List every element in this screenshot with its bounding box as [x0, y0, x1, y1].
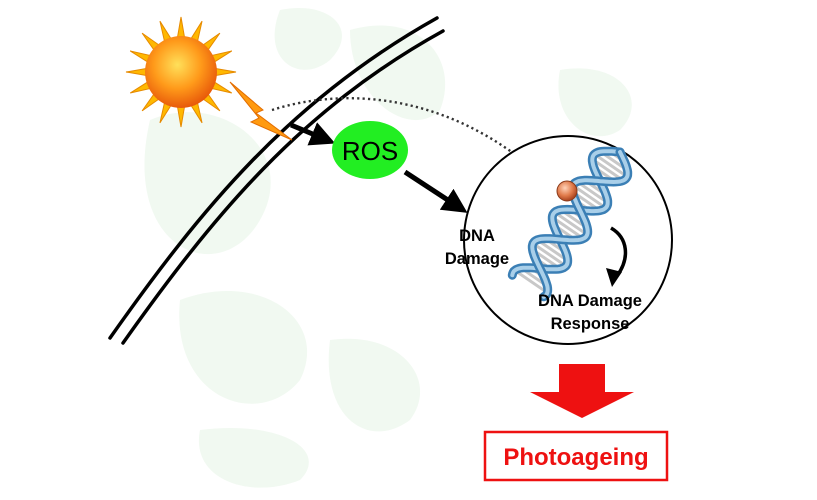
- ddr-label-line1: DNA Damage: [538, 292, 642, 310]
- dna-damage-label-line2: Damage: [445, 250, 509, 268]
- arrow-to-dna-damage: [403, 169, 468, 213]
- dna-damage-label-line1: DNA: [459, 227, 495, 245]
- dna-base-pair: [536, 238, 569, 262]
- photoageing-box: Photoageing: [483, 430, 669, 482]
- dna-lesion: [556, 180, 578, 202]
- ddr-label-line2: Response: [551, 315, 630, 333]
- svg-text:DNA Damage: DNA Damage: [538, 292, 642, 310]
- dna-base-pair: [551, 216, 585, 240]
- arrow-to-ros: [290, 122, 336, 146]
- down-arrow-icon: [530, 364, 634, 418]
- dna-base-pair: [576, 180, 609, 204]
- dna-base-pair: [591, 158, 625, 182]
- svg-text:Damage: Damage: [445, 250, 509, 268]
- ros-node: ROS: [332, 121, 408, 179]
- sun-ray: [214, 67, 237, 77]
- sun-ray: [125, 67, 148, 77]
- dna-base-pair: [553, 211, 589, 236]
- cell-membrane: [108, 16, 445, 345]
- dna-strand-highlight: [530, 150, 630, 299]
- dna-strand-highlight: [510, 149, 622, 278]
- dna-base-pair: [572, 184, 607, 210]
- background-shapes: [144, 8, 632, 488]
- sun-icon: [125, 16, 237, 128]
- uv-dotted-path: [271, 97, 556, 190]
- curved-arrow-icon: [610, 226, 628, 278]
- svg-text:DNA: DNA: [459, 227, 495, 245]
- sun-ray: [176, 16, 186, 39]
- curved-arrow-head: [606, 268, 622, 287]
- lightning-icon: [229, 81, 293, 141]
- dna-base-pair: [532, 242, 567, 268]
- photoageing-label: Photoageing: [503, 444, 648, 471]
- ros-label: ROS: [342, 136, 398, 166]
- dna-helix-icon: [507, 146, 633, 302]
- dna-base-pair: [593, 152, 629, 178]
- svg-text:Response: Response: [551, 315, 630, 333]
- dna-base-pair: [513, 269, 549, 294]
